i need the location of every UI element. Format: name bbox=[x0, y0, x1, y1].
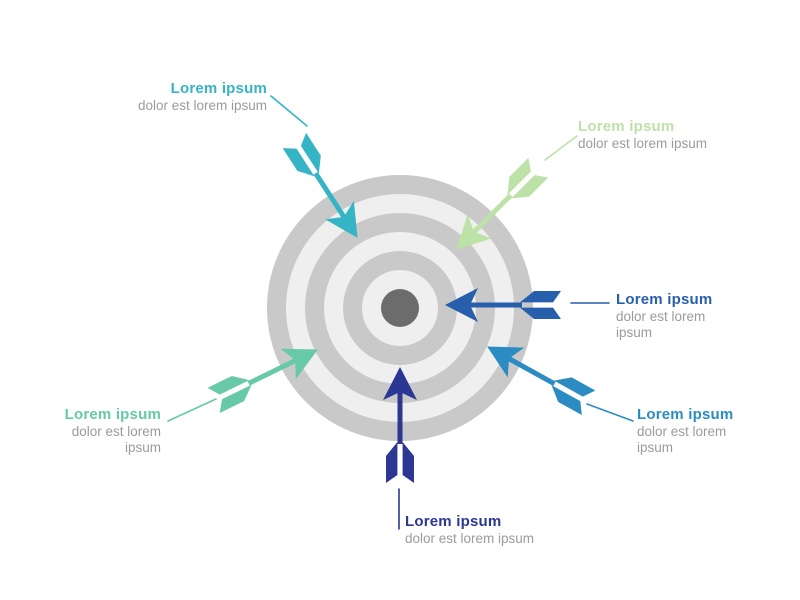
label-right: Lorem ipsum dolor est lorem ipsum bbox=[616, 291, 714, 341]
label-top-left-title: Lorem ipsum bbox=[170, 80, 267, 97]
label-bottom-right: Lorem ipsum dolor est lorem ipsum bbox=[637, 406, 735, 456]
label-bottom-right-title: Lorem ipsum bbox=[637, 406, 734, 423]
label-bottom: Lorem ipsum dolor est lorem ipsum bbox=[405, 513, 534, 547]
connector-top-right bbox=[544, 135, 578, 161]
label-bottom-left-subtitle: dolor est lorem ipsum bbox=[71, 424, 161, 455]
label-top-left-subtitle: dolor est lorem ipsum bbox=[137, 98, 267, 113]
label-bottom-left: Lorem ipsum dolor est lorem ipsum bbox=[63, 406, 161, 456]
label-bottom-subtitle: dolor est lorem ipsum bbox=[405, 531, 535, 546]
label-top-right-subtitle: dolor est lorem ipsum bbox=[578, 136, 708, 151]
label-top-left: Lorem ipsum dolor est lorem ipsum bbox=[138, 80, 267, 114]
target-bullseye bbox=[381, 289, 419, 327]
label-bottom-right-subtitle: dolor est lorem ipsum bbox=[637, 424, 727, 455]
connectors bbox=[167, 95, 634, 530]
label-bottom-left-title: Lorem ipsum bbox=[64, 406, 161, 423]
connector-top-left bbox=[270, 95, 308, 127]
connector-bottom-left bbox=[167, 398, 217, 422]
label-top-right: Lorem ipsum dolor est lorem ipsum bbox=[578, 118, 707, 152]
label-right-title: Lorem ipsum bbox=[616, 291, 713, 308]
connector-bottom-right bbox=[586, 403, 634, 422]
label-right-subtitle: dolor est lorem ipsum bbox=[616, 309, 706, 340]
label-top-right-title: Lorem ipsum bbox=[578, 118, 675, 135]
label-bottom-title: Lorem ipsum bbox=[405, 513, 502, 530]
